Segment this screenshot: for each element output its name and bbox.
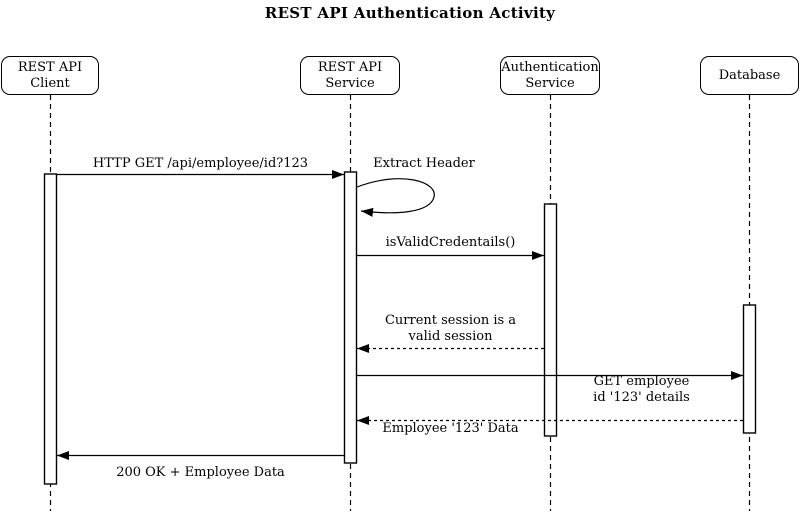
participant-rest-api-service: REST API Service [300, 56, 400, 95]
arrow-extract-header-self-loop [356, 178, 435, 217]
message-label-get-employee: GET employee id '123' details [593, 374, 690, 405]
participant-authentication-service: Authentication Service [500, 56, 600, 95]
message-label-http-get: HTTP GET /api/employee/id?123 [92, 156, 309, 171]
participant-database: Database [700, 56, 799, 95]
diagram-title: REST API Authentication Activity [264, 4, 556, 22]
message-label-200-ok: 200 OK + Employee Data [116, 465, 285, 480]
message-label-current-session: Current session is a valid session [384, 313, 517, 344]
activation-bar-database [742, 304, 757, 434]
participant-rest-api-client: REST API Client [1, 56, 99, 95]
message-label-extract-header: Extract Header [373, 156, 475, 171]
activation-bar-rest-api-client [43, 173, 58, 485]
activation-bar-authentication-service [543, 203, 558, 437]
activation-bar-rest-api-service [343, 171, 358, 464]
message-label-employee-data: Employee '123' Data [382, 421, 519, 436]
message-label-isvalidcredentails: isValidCredentails() [385, 235, 516, 250]
